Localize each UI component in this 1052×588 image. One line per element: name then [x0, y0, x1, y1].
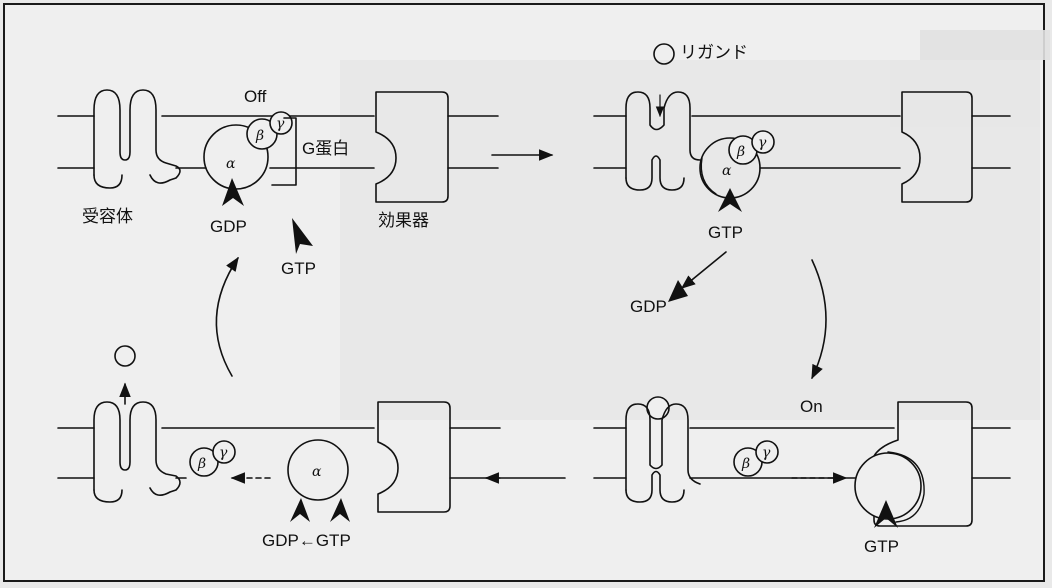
beta-letter: β	[741, 456, 750, 472]
beta-letter: β	[255, 128, 264, 144]
gtp-label: GTP	[708, 223, 743, 242]
gdp-label: GDP	[210, 217, 247, 236]
gdp-wedge-bottom	[290, 498, 310, 522]
alpha-letter: α	[722, 163, 732, 179]
ligand-molecule	[115, 346, 135, 366]
gamma-letter: γ	[276, 116, 285, 132]
receptor-label: 受容体	[82, 207, 133, 226]
background-show-through	[340, 30, 1050, 420]
off-label: Off	[244, 87, 267, 106]
gdp-label: GDP	[630, 297, 667, 316]
gtp-wedge-free	[292, 218, 313, 254]
beta-letter: β	[736, 144, 745, 160]
gtp-wedge-bottom	[330, 498, 350, 522]
alpha-letter: α	[226, 156, 236, 172]
ligand-label: リガンド	[680, 43, 748, 62]
gdp-wedge	[222, 178, 244, 206]
gamma-letter: γ	[219, 445, 228, 461]
receptor-shape	[94, 90, 180, 183]
on-label: On	[800, 397, 823, 416]
g-protein-label: G蛋白	[302, 139, 349, 158]
gamma-letter: γ	[762, 445, 771, 461]
gtp-label: GTP	[864, 537, 899, 556]
effector-label: 効果器	[378, 211, 429, 230]
gdp-gtp-exchange-label: GDP←GTP	[262, 531, 351, 550]
gtp-label: GTP	[281, 259, 316, 278]
receptor-shape	[94, 402, 180, 495]
beta-letter: β	[197, 456, 206, 472]
alpha-letter: α	[312, 464, 322, 480]
gamma-letter: γ	[758, 135, 767, 151]
